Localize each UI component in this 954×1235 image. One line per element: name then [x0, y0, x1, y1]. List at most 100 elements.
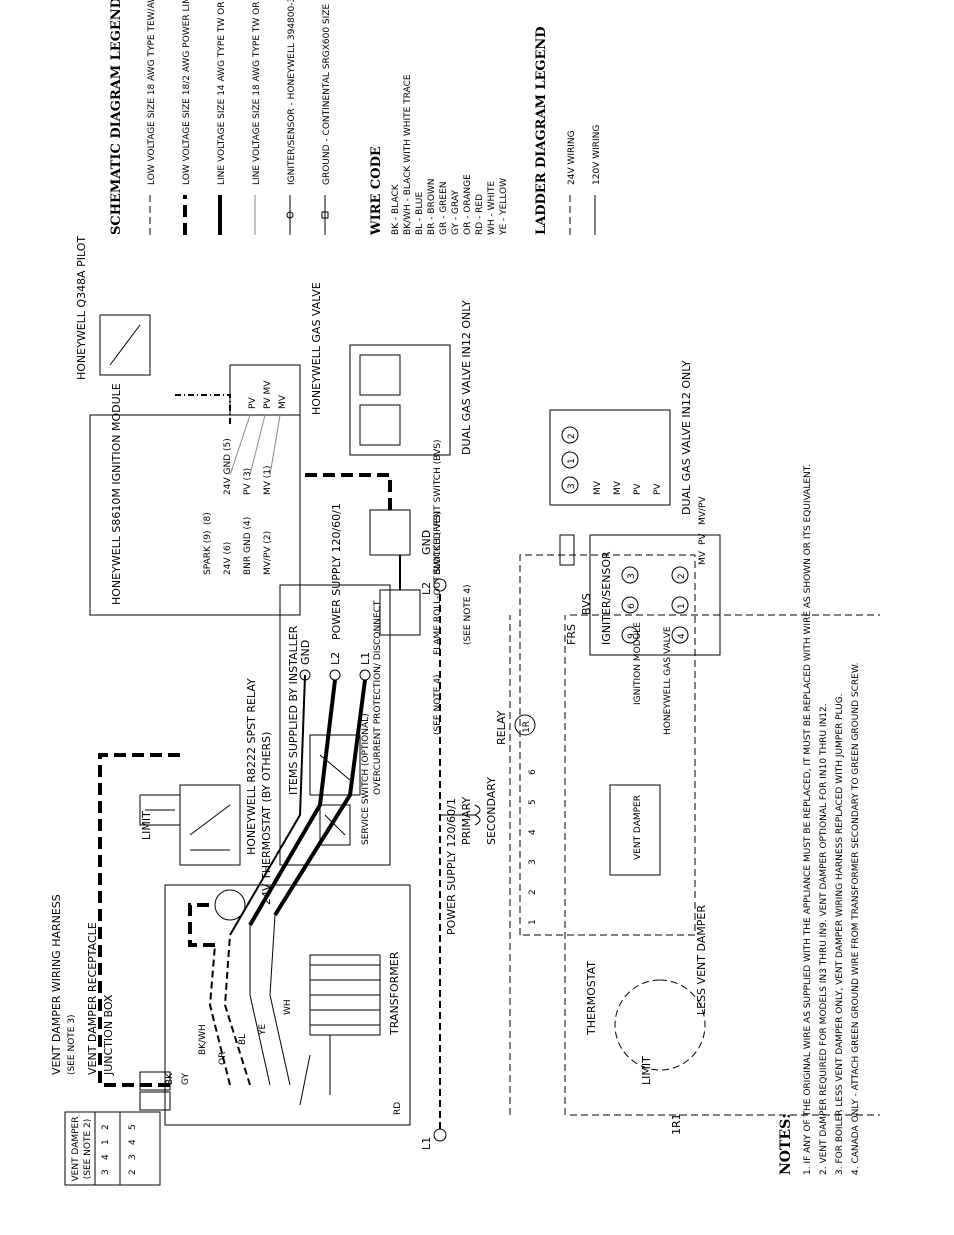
- service-switch: [319, 804, 351, 846]
- notes: NOTES: 1. IF ANY OF THE ORIGINAL WIRE AS…: [778, 464, 861, 1175]
- ladder-relay-label: RELAY: [495, 710, 508, 745]
- l2-label: L2: [329, 652, 342, 665]
- l2-terminal: [329, 669, 341, 681]
- schematic-legend-item: LOW VOLTAGE SIZE 18/2 AWG POWER LIMITED …: [182, 0, 192, 185]
- ladder-module-pin: [621, 566, 639, 584]
- schematic-legend-item: GROUND - CONTINENTAL SRGX600 SIZE 18 AWG…: [322, 0, 332, 185]
- ladder-legend-item: 120V WIRING: [592, 125, 602, 185]
- module-terminal: (8): [203, 512, 213, 525]
- ladder-valve-tag: PV: [653, 483, 663, 495]
- wire-code-title: WIRE CODE: [369, 146, 384, 236]
- ladder-module-pin: [671, 626, 689, 644]
- ladder-dual-pin: 3: [567, 483, 577, 489]
- overcurrent-label: OVERCURRENT PROTECTION/ DISCONNECT: [373, 600, 383, 795]
- wire: [223, 934, 251, 1086]
- ladder-l2-terminal: [433, 578, 447, 592]
- ladder-power-supply: POWER SUPPLY 120/60/1: [445, 798, 458, 935]
- ladder-valve-tag: PV: [633, 483, 643, 495]
- schematic-legend-item: IGNITER/SENSOR - HONEYWELL 394800-36 CAB…: [287, 0, 297, 185]
- wire: [269, 914, 291, 1086]
- module-terminal: MV (1): [263, 465, 273, 495]
- thermostat-label: 24V THERMOSTAT (BY OTHERS): [260, 732, 273, 905]
- l1-terminal: [359, 669, 371, 681]
- module-terminal: 24V (6): [223, 542, 233, 575]
- ladder-primary: PRIMARY: [460, 797, 473, 845]
- see-note-4: (SEE NOTE 4): [433, 674, 443, 735]
- ladder-l2-label: L2: [420, 582, 433, 595]
- gnd-label: GND: [299, 640, 312, 665]
- l1-label: L1: [359, 652, 372, 665]
- ladder-frs-label: FRS: [565, 624, 578, 645]
- thermostat: [214, 889, 246, 921]
- vent-damper-note: (SEE NOTE 2): [83, 1119, 93, 1180]
- ladder-gas-valve-label: HONEYWELL GAS VALVE: [663, 626, 673, 735]
- ladder-ignition-module-label: IGNITION MODULE: [633, 622, 643, 705]
- ladder-dual-pin: 2: [567, 433, 577, 439]
- ladder-vent-damper-label: VENT DAMPER: [633, 795, 643, 860]
- ladder-vent-damper: [609, 784, 661, 876]
- wire-code-item: RD - RED: [475, 194, 485, 235]
- ladder-limit-label: LIMIT: [640, 1056, 653, 1085]
- installer-items-label: ITEMS SUPPLIED BY INSTALLER: [287, 625, 300, 795]
- note-item: 3. FOR BOILER LESS VENT DAMPER ONLY, VEN…: [835, 693, 845, 1175]
- note-item: 1. IF ANY OF THE ORIGINAL WIRE AS SUPPLI…: [803, 464, 813, 1175]
- service-switch-label: SERVICE SWITCH (OPTIONAL): [361, 713, 371, 845]
- wire-tag: OR: [218, 1052, 228, 1065]
- ladder-thermostat-label: THERMOSTAT: [585, 961, 598, 1036]
- ladder-wire-num: 4: [528, 829, 538, 835]
- dual-gas-valve-label: DUAL GAS VALVE IN12 ONLY: [460, 300, 473, 455]
- gas-valve-label: HONEYWELL GAS VALVE: [310, 282, 323, 415]
- harness-label: VENT DAMPER WIRING HARNESS: [50, 894, 63, 1075]
- ladder-module-pin: [671, 566, 689, 584]
- ladder-module-pin-label: 2: [677, 573, 687, 579]
- power-supply-label: POWER SUPPLY 120/60/1: [330, 503, 343, 640]
- ladder-wire-num: 3: [528, 859, 538, 865]
- relay-label: HONEYWELL R8222 SPST RELAY: [245, 678, 258, 855]
- dual-gas-valve: [349, 344, 451, 456]
- module-terminal: 24V GND (5): [223, 438, 233, 495]
- ladder-igniter-label: IGNITER/SENSOR: [600, 551, 613, 645]
- ladder-bvs-label: BVS: [580, 593, 593, 615]
- pilot-label: HONEYWELL Q348A PILOT: [75, 236, 88, 380]
- gas-valve-terminal: PV: [248, 397, 258, 409]
- wire-code-item: GR - GREEN: [439, 181, 449, 235]
- ladder-secondary: SECONDARY: [485, 777, 498, 845]
- ladder-relay-coil-label: 1R: [522, 721, 532, 733]
- harness-note: (SEE NOTE 3): [67, 1014, 77, 1075]
- limit-label: LIMIT: [140, 811, 153, 840]
- ladder-ignition-module: [589, 534, 721, 656]
- wire-code-item: BK - BLACK: [391, 183, 401, 235]
- wire: [249, 925, 271, 1086]
- ladder-gnd-label: GND: [420, 530, 433, 555]
- schematic-legend-item: LINE VOLTAGE SIZE 14 AWG TYPE TW OR TEW/…: [217, 0, 227, 185]
- module-terminal: PV (3): [243, 468, 253, 495]
- ladder-module-pin-label: 6: [627, 603, 637, 609]
- schematic-legend-item: LINE VOLTAGE SIZE 18 AWG TYPE TW OR TEW/…: [252, 0, 262, 185]
- schematic-diagram: VENT DAMPER (SEE NOTE 2) 3 4 1 2 2 3 4 5…: [50, 236, 473, 1186]
- ladder-wire-num: 1: [528, 919, 538, 925]
- ladder-wire-num: 5: [528, 799, 538, 805]
- wire-code-item: BL - BLUE: [415, 192, 425, 235]
- ignition-module: [89, 414, 301, 616]
- receptacle: [139, 1091, 171, 1111]
- gas-valve-terminal: MV: [278, 394, 288, 409]
- note-item: 4. CANADA ONLY - ATTACH GREEN GROUND WIR…: [851, 662, 861, 1175]
- transformer-label: TRANSFORMER: [388, 951, 401, 1036]
- vd-pin: 2: [101, 1124, 111, 1130]
- relay: [179, 784, 241, 866]
- module-terminal: MV/PV (2): [263, 531, 273, 575]
- module-terminal: BNR GND (4): [243, 517, 253, 575]
- module-terminal-block: SPARK (9) (8) 24V (6) 24V GND (5) BNR GN…: [203, 438, 273, 575]
- wire-code-item: WH - WHITE: [487, 181, 497, 235]
- ladder-dual-gas-valve: [549, 409, 671, 506]
- wire-tag: RD: [393, 1102, 403, 1115]
- vd-pin: 4: [101, 1154, 111, 1160]
- junction-box-label: JUNCTION BOX: [102, 994, 115, 1076]
- vent-damper-title: VENT DAMPER: [71, 1117, 81, 1182]
- ladder-valve-tag: MV/PV: [698, 496, 708, 525]
- wire: [208, 944, 231, 1086]
- ladder-relay-coil: [514, 714, 536, 736]
- ladder-wire-num: 6: [528, 769, 538, 775]
- wire-code-item: BR - BROWN: [427, 178, 437, 235]
